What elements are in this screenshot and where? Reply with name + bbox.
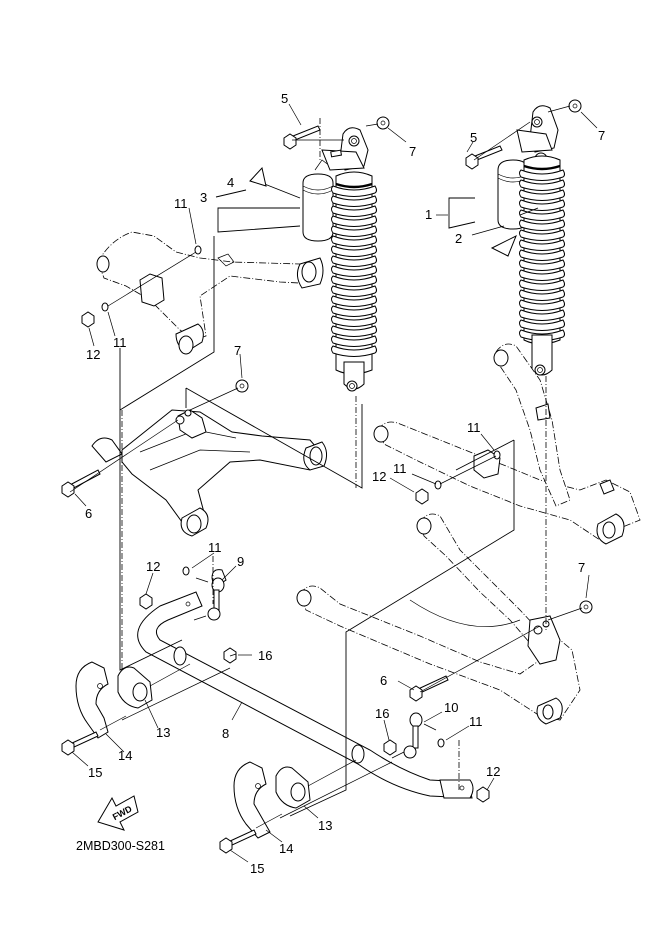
holder-right[interactable] bbox=[233, 761, 271, 839]
fasteners bbox=[61, 99, 593, 854]
callout-16b: 16 bbox=[375, 706, 389, 721]
callout-4: 4 bbox=[227, 175, 234, 190]
callout-12c: 12 bbox=[146, 559, 160, 574]
spring-coil bbox=[519, 189, 565, 201]
spring-coil bbox=[331, 305, 377, 317]
diagram-code: 2MBD300-S281 bbox=[76, 839, 165, 853]
spring-coil bbox=[331, 325, 377, 337]
callout-5a: 5 bbox=[281, 91, 288, 106]
spring-coil bbox=[519, 249, 565, 261]
callout-15a: 15 bbox=[88, 765, 102, 780]
spring-coil bbox=[331, 185, 377, 197]
spring-coil bbox=[331, 235, 377, 247]
spring-coil bbox=[331, 255, 377, 267]
spring-coil bbox=[331, 295, 377, 307]
right-lower-arm bbox=[296, 513, 581, 725]
callout-11d: 11 bbox=[393, 461, 407, 476]
spring-coil bbox=[519, 169, 565, 181]
callout-9: 9 bbox=[237, 554, 244, 569]
spring-coil bbox=[331, 265, 377, 277]
spring-coil bbox=[331, 345, 377, 357]
right-upper-arm bbox=[373, 343, 641, 545]
spring-coil bbox=[331, 335, 377, 347]
spring-coil bbox=[519, 289, 565, 301]
spring-coil bbox=[519, 279, 565, 291]
left-upper-arm-bracket bbox=[96, 231, 324, 355]
spring-coil bbox=[519, 179, 565, 191]
spring-coil bbox=[331, 205, 377, 217]
callout-5b: 5 bbox=[470, 130, 477, 145]
spring-coil bbox=[331, 285, 377, 297]
spring-coil bbox=[331, 215, 377, 227]
callout-7b: 7 bbox=[598, 128, 605, 143]
callout-11b: 11 bbox=[113, 335, 127, 350]
callout-14a: 14 bbox=[118, 748, 132, 763]
spring-coil bbox=[331, 245, 377, 257]
callout-12b: 12 bbox=[372, 469, 386, 484]
callout-13b: 13 bbox=[318, 818, 332, 833]
spring-coil bbox=[331, 315, 377, 327]
spring-coil bbox=[519, 319, 565, 331]
bushing-right[interactable] bbox=[275, 766, 311, 809]
fwd-arrow-icon: FWD bbox=[97, 795, 139, 831]
spring-coil bbox=[519, 299, 565, 311]
callout-11f: 11 bbox=[469, 714, 483, 729]
spring-coil bbox=[519, 219, 565, 231]
spring-coil bbox=[519, 209, 565, 221]
callout-7c: 7 bbox=[234, 343, 241, 358]
spring-coil bbox=[519, 229, 565, 241]
callout-15b: 15 bbox=[250, 861, 264, 876]
leader-lines bbox=[71, 103, 598, 863]
callout-11a: 11 bbox=[174, 196, 188, 211]
callout-8: 8 bbox=[222, 726, 229, 741]
callout-13a: 13 bbox=[156, 725, 170, 740]
spring-coil bbox=[519, 259, 565, 271]
callout-7a: 7 bbox=[409, 144, 416, 159]
callout-7d: 7 bbox=[578, 560, 585, 575]
spring-coil bbox=[331, 225, 377, 237]
callout-11e: 11 bbox=[208, 540, 222, 555]
callouts: 1 2 3 4 5 5 6 6 7 7 7 7 8 9 10 11 11 11 … bbox=[85, 91, 605, 876]
stabilizer-link-right[interactable] bbox=[391, 712, 437, 759]
right-shock-absorber[interactable] bbox=[497, 105, 565, 376]
callout-3: 3 bbox=[200, 190, 207, 205]
callout-12a: 12 bbox=[86, 347, 100, 362]
callout-14b: 14 bbox=[279, 841, 293, 856]
spring-coil bbox=[331, 195, 377, 207]
stabilizer-bar[interactable] bbox=[137, 591, 474, 799]
spring-coil bbox=[519, 239, 565, 251]
callout-6a: 6 bbox=[85, 506, 92, 521]
callout-12d: 12 bbox=[486, 764, 500, 779]
stabilizer-link-left[interactable] bbox=[193, 569, 227, 621]
spring-coil bbox=[519, 199, 565, 211]
left-lower-arm bbox=[91, 409, 328, 537]
assembly-lines bbox=[69, 105, 583, 829]
holder-left[interactable] bbox=[75, 661, 109, 739]
spring-coil bbox=[519, 309, 565, 321]
bushing-left[interactable] bbox=[117, 666, 153, 709]
spring-coil bbox=[519, 269, 565, 281]
callout-6b: 6 bbox=[380, 673, 387, 688]
callout-16a: 16 bbox=[258, 648, 272, 663]
spring-coil bbox=[331, 275, 377, 287]
callout-10: 10 bbox=[444, 700, 458, 715]
callout-2: 2 bbox=[455, 231, 462, 246]
left-shock-absorber[interactable] bbox=[302, 127, 377, 392]
callout-11c: 11 bbox=[467, 420, 481, 435]
callout-1: 1 bbox=[425, 207, 432, 222]
